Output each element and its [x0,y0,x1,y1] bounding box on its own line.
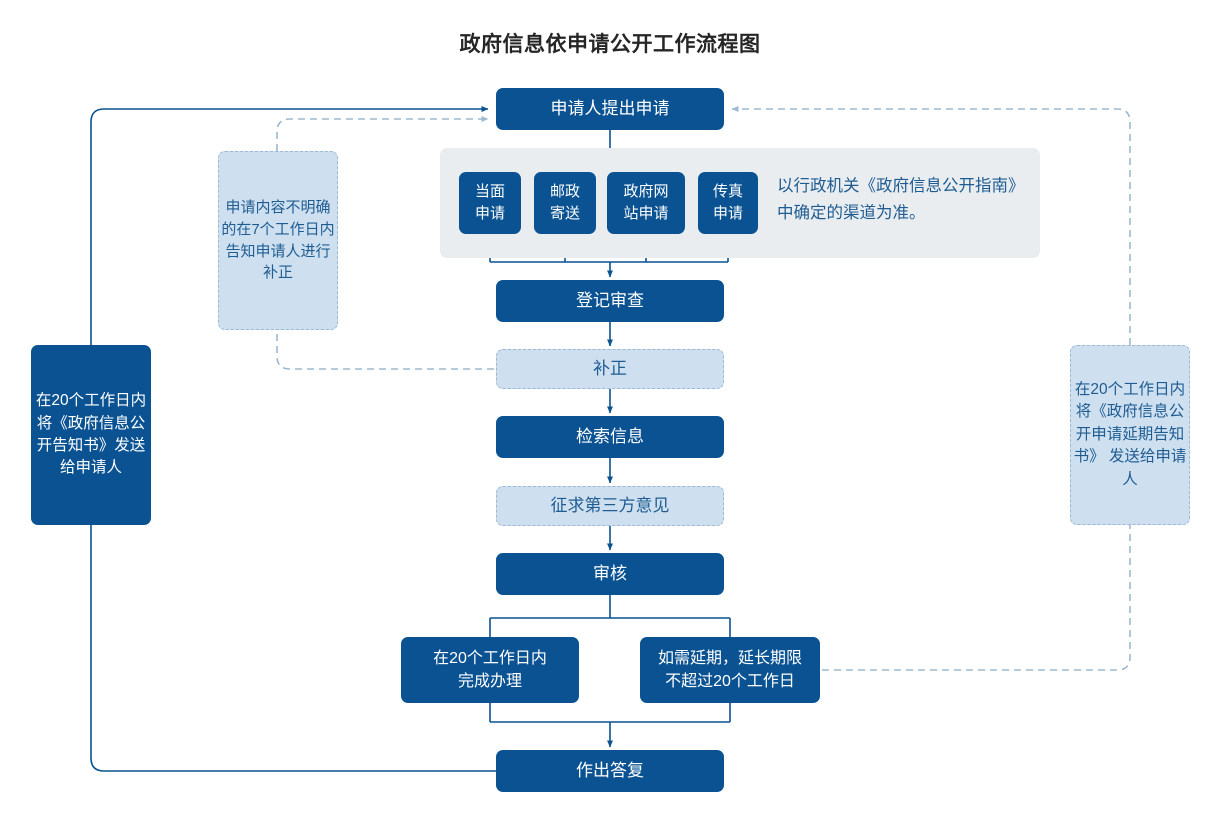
channel-note-text: 以行政机关《政府信息公开指南》中确定的渠道为准。 [777,177,1025,222]
node-channel-in-person[interactable]: 当面 申请 [459,172,521,234]
node-third-party-opinion[interactable]: 征求第三方意见 [496,486,724,526]
node-channel-fax[interactable]: 传真 申请 [698,172,758,234]
node-retrieve-information[interactable]: 检索信息 [496,416,724,458]
note-disclosure-notice-20-days[interactable]: 在20个工作日内将《政府信息公开告知书》发送给申请人 [31,345,151,525]
edge-extend-to-right-notice [822,525,1131,671]
note-extension-notice-20-days[interactable]: 在20个工作日内将《政府信息公开申请延期告知书》 发送给申请人 [1070,345,1190,525]
node-extension-limit[interactable]: 如需延期，延长期限 不超过20个工作日 [640,637,820,703]
page-title: 政府信息依申请公开工作流程图 [459,33,761,56]
node-supplement-correction[interactable]: 补正 [496,349,724,389]
node-channel-government-website[interactable]: 政府网 站申请 [607,172,685,234]
node-review-approval[interactable]: 审核 [496,553,724,595]
node-complete-within-20-days[interactable]: 在20个工作日内 完成办理 [401,637,579,703]
note-correction-7-days[interactable]: 申请内容不明确的在7个工作日内告知申请人进行补正 [218,151,338,330]
node-applicant-submits[interactable]: 申请人提出申请 [496,88,724,130]
node-registration-review[interactable]: 登记审查 [496,280,724,322]
edge-supplement-to-correction [276,330,494,370]
node-issue-reply[interactable]: 作出答复 [496,750,724,792]
edge-correction-to-apply [276,116,489,151]
node-channel-postal-mail[interactable]: 邮政 寄送 [534,172,596,234]
